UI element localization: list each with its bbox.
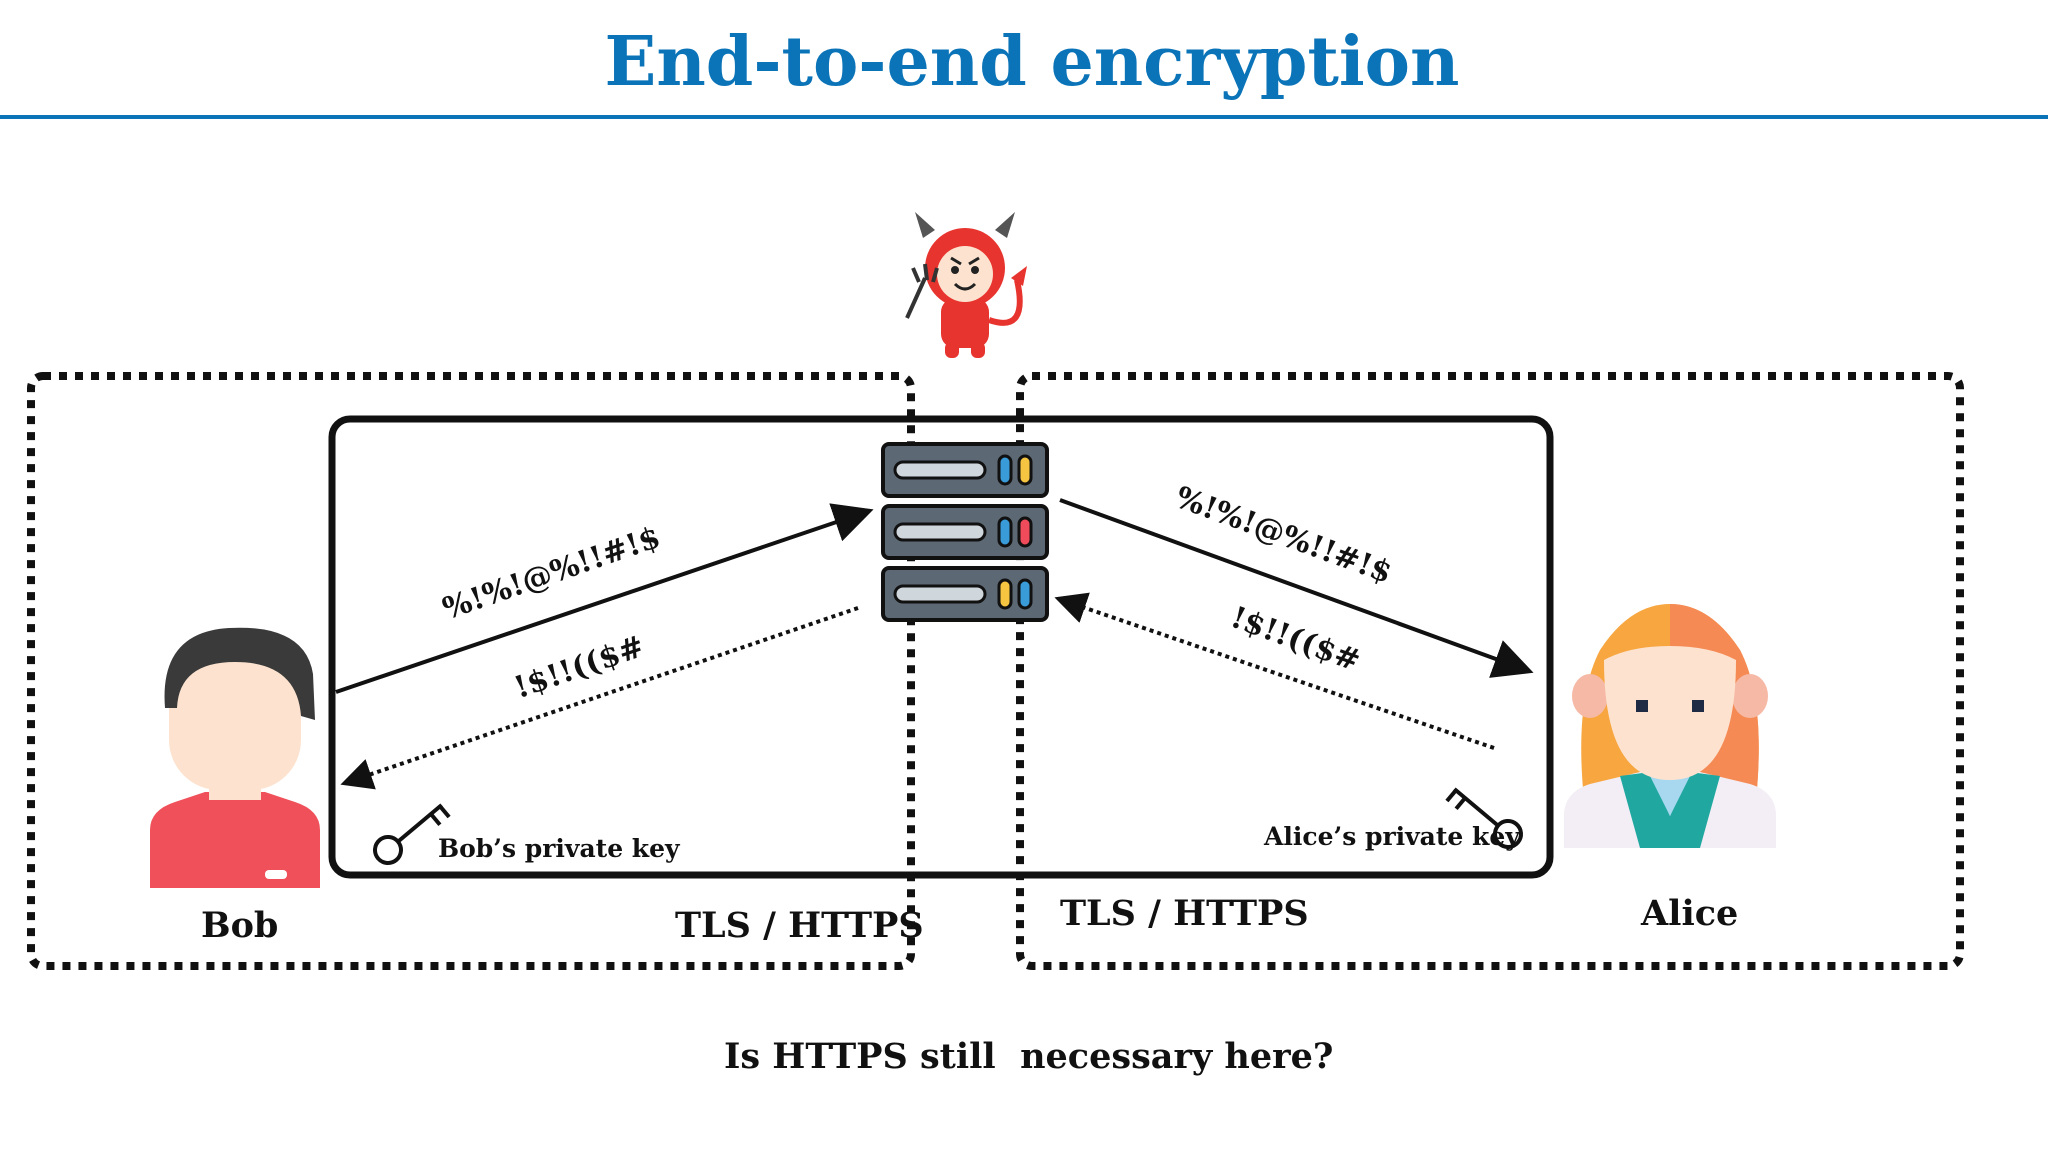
devil-icon — [905, 212, 1027, 358]
alice-key-label: Alice’s private key — [1264, 822, 1520, 851]
title-underline — [0, 115, 2048, 119]
arrow-server-to-bob — [340, 606, 859, 790]
page-title: End-to-end encryption — [604, 22, 1460, 102]
question-text: Is HTTPS still necessary here? — [724, 1036, 1334, 1077]
arrow-bob-to-server — [335, 503, 874, 694]
tls-label-left: TLS / HTTPS — [675, 905, 924, 946]
tls-boundary-right — [1016, 372, 1964, 970]
tls-label-right: TLS / HTTPS — [1060, 893, 1309, 934]
server-icon — [881, 442, 1049, 622]
key-icon — [1445, 787, 1523, 849]
arrow-server-to-alice — [1059, 498, 1534, 678]
bob-name: Bob — [201, 905, 279, 946]
e2e-boundary — [328, 415, 1554, 879]
bob-key-label: Bob’s private key — [438, 834, 680, 863]
key-icon — [373, 803, 451, 865]
bob-avatar-icon — [150, 627, 320, 888]
tls-boundary-left — [27, 372, 915, 970]
alice-name: Alice — [1641, 893, 1739, 934]
alice-avatar-icon — [1564, 604, 1776, 848]
